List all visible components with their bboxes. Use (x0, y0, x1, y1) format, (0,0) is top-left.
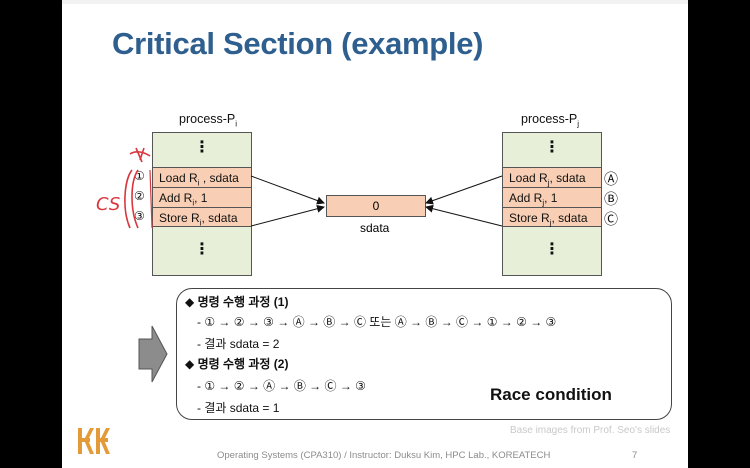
process-i-instr-2: Add Ri, 1 (153, 187, 251, 207)
process-i-label: process-Pi (179, 112, 238, 129)
koreatech-logo-icon (78, 428, 110, 454)
sdata-label: sdata (360, 221, 390, 235)
marker-2: ② (134, 189, 145, 203)
race-condition-label: Race condition (490, 385, 612, 404)
seq2-result: - 결과 sdata = 1 (197, 401, 280, 415)
slide-top-band (62, 0, 688, 4)
arrow-store-j (425, 204, 503, 227)
process-j-label: process-Pj (521, 112, 580, 129)
process-i-instr-3: Store Ri, sdata (153, 207, 251, 227)
seq2-order: - ① → ② → Ⓐ → Ⓑ → Ⓒ → ③ (197, 379, 366, 393)
page-number: 7 (632, 450, 638, 461)
credit-text: Base images from Prof. Seo's slides (510, 425, 671, 436)
arrow-load-j (425, 175, 503, 205)
cs-annotation-text: CS (96, 194, 120, 215)
gray-arrow-icon (138, 325, 168, 383)
arrows-layer (250, 175, 503, 227)
seq1-title: ◆ 명령 수행 과정 (1) (185, 295, 289, 309)
arrow-load-i (250, 175, 325, 205)
marker-1: ① (134, 169, 145, 183)
process-i-instr-1: Load Ri , sdata (153, 167, 251, 187)
marker-3: ③ (134, 209, 145, 223)
process-j-instr-b: Add Rj, 1 (503, 187, 601, 207)
process-j-instr-a: Load Rj, sdata (503, 167, 601, 187)
marker-b: Ⓑ (604, 191, 618, 207)
footer-text: Operating Systems (CPA310) / Instructor:… (217, 450, 551, 461)
process-j-instr-c: Store Rj, sdata (503, 207, 601, 227)
process-j-block: ⋮ Load Rj, sdata Add Rj, 1 Store Rj, sda… (502, 132, 602, 276)
marker-c: Ⓒ (604, 211, 618, 227)
slide-title: Critical Section (example) (112, 26, 484, 61)
seq2-title: ◆ 명령 수행 과정 (2) (185, 357, 289, 371)
process-i-block: ⋮ Load Ri , sdata Add Ri, 1 Store Ri, sd… (152, 132, 252, 276)
seq1-order: - ① → ② → ③ → Ⓐ → Ⓑ → Ⓒ 또는 Ⓐ → Ⓑ → Ⓒ → ①… (197, 315, 557, 329)
cs-annotation: CS (96, 147, 153, 229)
marker-a: Ⓐ (604, 171, 618, 187)
seq1-result: - 결과 sdata = 2 (197, 337, 280, 351)
execution-box: ◆ 명령 수행 과정 (1) - ① → ② → ③ → Ⓐ → Ⓑ → Ⓒ 또… (176, 288, 672, 420)
arrow-store-i (250, 204, 325, 227)
slide: Critical Section (example) process-Pi ⋮ … (62, 0, 688, 468)
